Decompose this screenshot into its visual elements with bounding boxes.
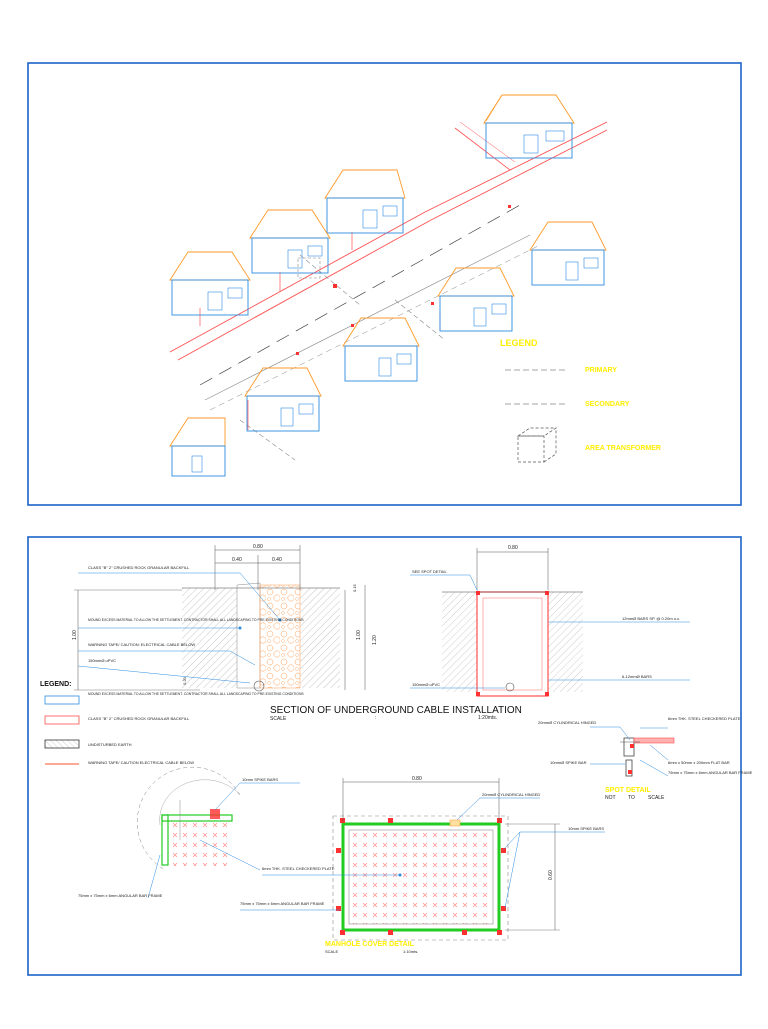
section-dim-100-left: 1.00 bbox=[72, 630, 78, 640]
house-right-1 bbox=[529, 221, 607, 286]
transformer-cube-icon bbox=[516, 427, 558, 463]
section-legend: LEGEND: MOUND EXCESS MATERIAL TO ALLOW T… bbox=[40, 681, 304, 765]
zoom-angular: 75mm x 75mm x 6mm ANGULAR BAR FRAME bbox=[78, 893, 163, 898]
manhole-section: 0.80 SEE SPOT DETAIL 12mmØ BARS SP. @ 0.… bbox=[410, 545, 690, 697]
section-scale-value: 1:20mts. bbox=[478, 715, 497, 721]
spot-to: TO bbox=[628, 795, 635, 801]
house-mid-2 bbox=[249, 209, 331, 274]
cover-dim-080: 0.80 bbox=[412, 776, 422, 782]
house-right-2 bbox=[437, 267, 515, 332]
bottom-panel-frame bbox=[27, 536, 742, 976]
legend-title: LEGEND bbox=[500, 338, 538, 348]
top-panel-frame bbox=[27, 62, 742, 506]
spot-angular: 75mm x 75mm x 6mm ANGULAR BAR FRAME bbox=[668, 770, 753, 775]
cover-zoom-detail: 10mm SPIKE BARS 75mm x 75mm x 6mm ANGULA… bbox=[78, 767, 300, 899]
note-class-b: CLASS "B" 2" CRUSHED ROCK GRANULAR BACKF… bbox=[88, 565, 190, 570]
spot-flat-bar: 6mm x 50mm x 200mm FLAT BAR bbox=[668, 760, 730, 765]
spot-detail: 20mmØ CYLINDRICAL HINGED 6mm THK. STEEL … bbox=[538, 716, 753, 801]
section-scale-colon: : bbox=[375, 715, 376, 721]
note-warning: WARNING TAPE/ CAUTION: ELECTRICAL CABLE … bbox=[88, 642, 195, 647]
manhole-dim-080: 0.80 bbox=[508, 545, 518, 551]
spot-scale: SCALE bbox=[648, 795, 665, 801]
legend2-item-3: UNDISTURBED EARTH bbox=[88, 742, 132, 747]
section-title: SECTION OF UNDERGROUND CABLE INSTALLATIO… bbox=[270, 705, 522, 716]
house-left bbox=[169, 251, 251, 316]
section-dim-120: 1.20 bbox=[372, 635, 378, 645]
spot-checkered: 6mm THK. STEEL CHECKERED PLATE bbox=[668, 716, 741, 721]
site-legend: LEGEND PRIMARY SECONDARY AREA TRANSFORME… bbox=[500, 338, 661, 463]
manhole-see-spot: SEE SPOT DETAIL bbox=[412, 569, 448, 574]
cover-cyl-hinged: 20mmØ CYLINDRICAL HINGED bbox=[482, 792, 540, 797]
cover-spike-bars: 10mm SPIKE BARS bbox=[568, 826, 604, 831]
manhole-bars-6: 6-12mmØ BARS bbox=[622, 674, 652, 679]
site-plan-roads bbox=[169, 121, 608, 461]
section-dim-015: 0.15 bbox=[352, 583, 357, 592]
section-dim-080: 0.80 bbox=[253, 544, 263, 550]
cover-checkered: 6mm THK. STEEL CHECKERED PLATE bbox=[262, 866, 335, 871]
section-dim-020: 0.20 bbox=[182, 676, 187, 685]
cover-angular: 75mm x 75mm x 6mm ANGULAR BAR FRAME bbox=[240, 901, 325, 906]
cover-spike-markers bbox=[336, 818, 506, 935]
house-top bbox=[483, 94, 575, 159]
cover-scale-value: 1:10mts. bbox=[403, 949, 418, 954]
house-lower-1 bbox=[342, 317, 420, 382]
note-upvc: 150mmØ uPVC bbox=[88, 658, 116, 663]
spot-title: SPOT DETAIL bbox=[605, 787, 651, 794]
legend-secondary: SECONDARY bbox=[585, 401, 630, 408]
trench-section: 0.80 0.40 0.40 1.00 1.00 1.20 0.15 0.20 … bbox=[72, 544, 378, 692]
manhole-upvc: 150mmØ uPVC bbox=[412, 682, 440, 687]
legend-area-transformer: AREA TRANSFORMER bbox=[585, 445, 661, 452]
legend2-title: LEGEND: bbox=[40, 681, 72, 688]
manhole-cover-plan: 0.80 0.60 20mmØ CYLINDRICAL HINGED 10mm … bbox=[240, 776, 605, 954]
legend2-item-4: WARNING TAPE/ CAUTION ELECTRICAL CABLE B… bbox=[88, 760, 194, 765]
section-scale-label: SCALE bbox=[270, 716, 287, 722]
spot-not: NOT bbox=[605, 795, 616, 801]
legend2-item-2: CLASS "B" 2" CRUSHED ROCK GRANULAR BACKF… bbox=[88, 716, 190, 721]
section-dim-040-left: 0.40 bbox=[232, 557, 242, 563]
legend-primary: PRIMARY bbox=[585, 367, 617, 374]
section-dim-100-right: 1.00 bbox=[356, 630, 362, 640]
cover-scale-label: SCALE bbox=[325, 949, 338, 954]
section-dim-040-right: 0.40 bbox=[272, 557, 282, 563]
zoom-spike-bars: 10mm SPIKE BARS bbox=[242, 777, 278, 782]
spot-spike: 10mmØ SPIKE BAR bbox=[550, 760, 587, 765]
house-lower-3 bbox=[169, 417, 226, 477]
legend2-item-1: MOUND EXCESS MATERIAL TO ALLOW THE SETTL… bbox=[88, 692, 304, 696]
cover-title: MANHOLE COVER DETAIL bbox=[325, 941, 415, 948]
house-lower-2 bbox=[244, 367, 322, 432]
manhole-bars-sp: 12mmØ BARS SP. @ 0.20m o.c. bbox=[622, 616, 680, 621]
cover-dim-060: 0.60 bbox=[548, 870, 554, 880]
house-mid-1 bbox=[324, 169, 406, 234]
spot-cyl-hinged: 20mmØ CYLINDRICAL HINGED bbox=[538, 720, 596, 725]
note-mound: MOUND EXCESS MATERIAL TO ALLOW THE SETTL… bbox=[88, 618, 304, 622]
